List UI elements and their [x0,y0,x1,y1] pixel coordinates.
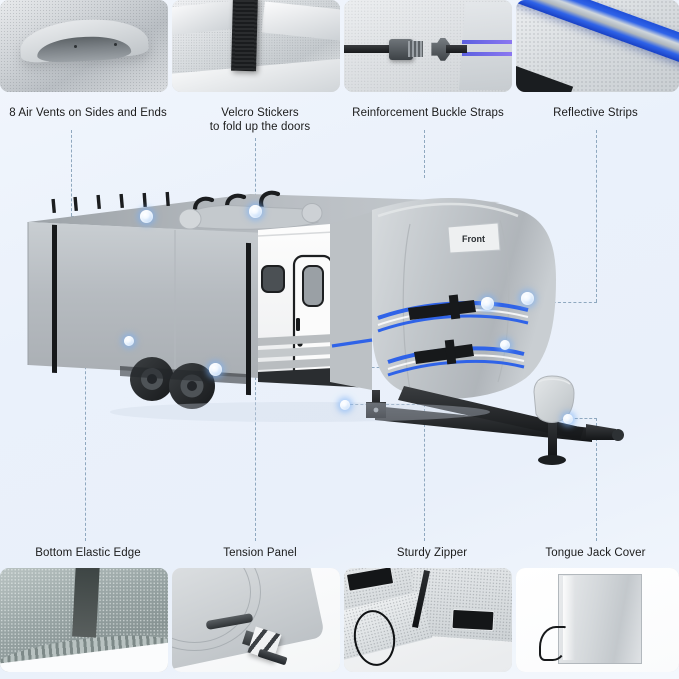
callout-line-elastic-vertical [85,341,86,541]
hotspot-zipper[interactable] [340,400,350,410]
photo-tile-tongue-jack-bag [516,568,679,672]
callout-line-tension-vertical [255,367,256,541]
callout-line-velcro-vertical [255,138,256,212]
callout-line-tongue-jack-horizontal [570,418,597,419]
caption-bottom-elastic-edge: Bottom Elastic Edge [35,547,141,559]
hotspot-velcro[interactable] [249,205,262,218]
caption-buckle-straps: Reinforcement Buckle Straps [352,107,504,119]
hotspot-elastic-edge[interactable] [124,336,134,346]
hotspot-tongue-jack[interactable] [563,414,573,424]
rv-trailer-cover-illustration: Front [0,150,679,535]
callout-line-air-vents-vertical [71,130,72,216]
hotspot-tension-panel[interactable] [209,363,222,376]
caption-sturdy-zipper: Sturdy Zipper [396,547,468,559]
photo-tile-buckle-straps [344,0,512,92]
hotspot-reflective[interactable] [500,340,510,350]
callout-line-reflective-horizontal [527,302,597,303]
hotspot-air-vent[interactable] [140,210,153,223]
callout-line-reflective-vertical [596,130,597,302]
photo-tile-velcro [172,0,340,92]
caption-tension-panel: Tension Panel [223,547,297,559]
caption-tongue-jack-cover: Tongue Jack Cover [545,547,646,559]
photo-tile-tension-panel [172,568,340,672]
callout-line-buckle-vertical [424,130,425,178]
hotspot-buckle-front-b[interactable] [521,292,534,305]
front-tag-text: Front [462,234,485,244]
photo-tile-reflective-strips [516,0,679,92]
caption-velcro: Velcro Stickers to fold up the doors [209,107,311,133]
photo-tile-sturdy-zipper [344,568,512,672]
callout-line-zipper-vertical [424,404,425,541]
photo-tile-air-vents [0,0,168,92]
callout-line-tongue-jack-vertical [596,418,597,541]
hotspot-buckle-front-a[interactable] [481,297,494,310]
caption-reflective-strips: Reflective Strips [553,107,638,119]
photo-tile-elastic-edge [0,568,168,672]
caption-air-vents: 8 Air Vents on Sides and Ends [9,107,167,119]
